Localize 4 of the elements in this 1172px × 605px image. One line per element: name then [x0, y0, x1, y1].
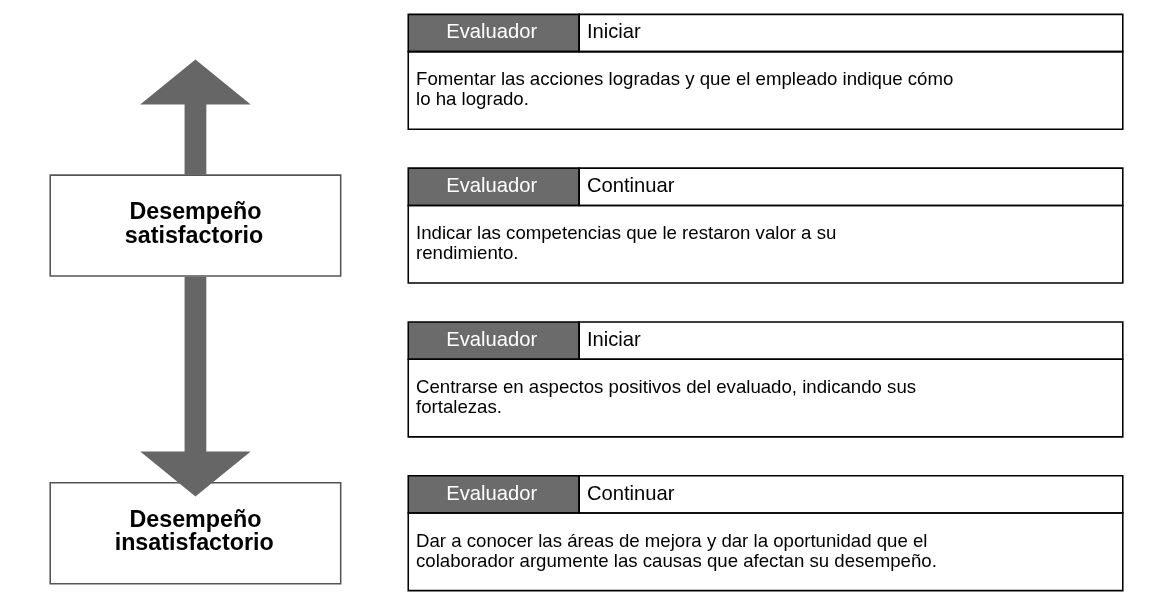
arrow — [139, 59, 251, 175]
arrow — [139, 276, 251, 497]
node-box: Desempeño insatisfactorio — [48, 481, 341, 585]
node-box: Desempeño satisfactorio — [48, 174, 341, 277]
